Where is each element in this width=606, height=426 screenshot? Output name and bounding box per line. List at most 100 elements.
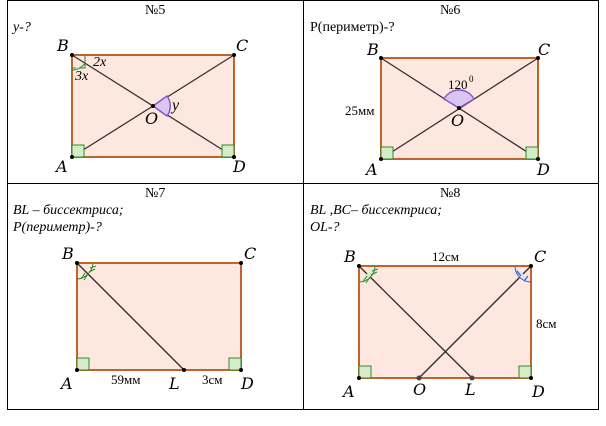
task-5-point-b — [70, 53, 74, 57]
task-7-tick-3 — [88, 268, 96, 273]
task-5-label-c: C — [236, 36, 248, 55]
task-5-point-d — [232, 155, 236, 159]
task-5-condition-line: y-? — [13, 20, 31, 35]
task-5-number: №5 — [145, 3, 166, 18]
task-6-label-a: A — [364, 160, 378, 179]
task-7-condition-line-1: BL – биссектриса; — [13, 203, 124, 218]
task-8-side-bc: 12см — [432, 249, 459, 264]
task-8-bisector-bl — [358, 265, 473, 379]
task-6-number: №6 — [440, 3, 461, 18]
task-7-label-b: B — [61, 244, 74, 263]
task-7-bisector-bl — [76, 262, 185, 371]
task-5-right-angle-d — [221, 144, 235, 158]
task-7-point-a — [75, 368, 79, 372]
task-8-figure: B C A D O L 12см 8см — [341, 247, 557, 401]
task-8-b-tick-4 — [371, 268, 379, 272]
task-8-point-a — [357, 376, 361, 380]
task-6-condition: P(периметр)-? — [310, 19, 395, 36]
task-8-label-o: O — [413, 380, 426, 399]
task-7-tick-1 — [80, 272, 86, 280]
task-7-right-angle-a — [76, 357, 90, 371]
task-7-condition-line-2: P(периметр)-? — [13, 220, 102, 235]
task-7-tick-4 — [89, 265, 97, 269]
task-6-label-d: D — [536, 160, 550, 179]
task-6-label-c: C — [538, 40, 550, 59]
task-7-point-d — [239, 368, 243, 372]
task-5-angle-b-arc — [71, 62, 86, 71]
task-5-right-angle-a — [71, 144, 85, 158]
task-8-c-tick-2 — [523, 275, 529, 282]
task-8-label-b: B — [343, 247, 356, 266]
task-7-segment-al: 59мм — [111, 372, 140, 387]
task-7-label-d: D — [240, 374, 254, 393]
task-8-bisector-co — [418, 265, 532, 379]
task-7-number: №7 — [145, 186, 166, 201]
task-5-condition: y-? — [13, 19, 31, 36]
task-7-tick-2 — [83, 273, 89, 281]
task-5-angle-2x: 2x — [93, 55, 107, 70]
task-7-label-l: L — [168, 374, 180, 393]
task-7-label-c: C — [244, 244, 256, 263]
task-6-label-o: O — [451, 111, 464, 130]
task-8-point-d — [529, 376, 533, 380]
task-8-rectangle — [358, 265, 532, 379]
task-8-point-c — [529, 264, 533, 268]
task-5-point-o — [151, 104, 155, 108]
task-6-condition-line: P(периметр)-? — [310, 20, 395, 35]
task-5-label-d: D — [232, 157, 246, 176]
task-5-point-c — [232, 53, 236, 57]
task-8-b-tick-3 — [370, 271, 378, 276]
task-6-label-b: B — [366, 40, 379, 59]
task-8-label-l: L — [464, 380, 476, 399]
table-divider-vertical — [303, 0, 304, 410]
task-8-label-c: C — [534, 247, 546, 266]
task-6-point-b — [379, 56, 383, 60]
task-8-condition: BL ,BC– биссектриса; OL-? — [310, 202, 442, 236]
task-5-angle-y-arc — [151, 95, 171, 117]
task-5-label-o: O — [145, 109, 158, 128]
task-8-point-b — [357, 264, 361, 268]
task-6-point-o — [457, 106, 461, 110]
task-6-figure: B C A D O 120 0 25мм — [345, 40, 550, 179]
task-8-point-l — [469, 375, 475, 381]
task-8-c-tick-1 — [516, 270, 522, 277]
task-7-condition: BL – биссектриса; P(периметр)-? — [13, 202, 124, 236]
task-8-label-a: A — [341, 382, 355, 401]
task-6-point-d — [536, 157, 540, 161]
task-7-label-a: A — [59, 374, 73, 393]
task-7-angle-arc-2 — [87, 262, 94, 275]
task-8-condition-line-2: OL-? — [310, 220, 340, 235]
task-7-right-angle-d — [228, 357, 242, 371]
task-5-label-a: A — [54, 157, 68, 176]
task-6-point-c — [536, 56, 540, 60]
task-8-right-angle-d — [518, 365, 532, 379]
task-5-angle-3x: 3x — [74, 69, 89, 84]
task-7-point-l — [182, 368, 186, 372]
task-6-right-angle-d — [525, 146, 539, 160]
table-divider-horizontal — [7, 183, 599, 184]
task-5-figure: B C A D O 2x 3x y — [54, 36, 248, 176]
task-5-label-b: B — [56, 36, 69, 55]
task-8-side-cd: 8см — [536, 316, 557, 331]
task-8-number: №8 — [440, 186, 461, 201]
task-5-angle-y: y — [170, 97, 180, 114]
task-5-point-a — [70, 155, 74, 159]
task-7-segment-ld: 3см — [202, 372, 223, 387]
task-8-b-tick-2 — [365, 276, 371, 284]
task-6-angle-arc — [443, 89, 475, 109]
task-6-point-a — [379, 157, 383, 161]
task-8-label-d: D — [531, 382, 545, 401]
task-7-point-c — [239, 261, 243, 265]
task-7-figure: B C A D L 59мм 3см — [59, 244, 256, 393]
task-8-b-tick-1 — [362, 275, 368, 283]
task-8-right-angle-a — [358, 365, 372, 379]
task-6-right-angle-a — [380, 146, 394, 160]
task-8-condition-line-1: BL ,BC– биссектриса; — [310, 203, 442, 218]
task-7-rectangle — [76, 262, 242, 371]
task-6-angle-degree: 0 — [469, 74, 474, 84]
task-8-point-o — [416, 375, 422, 381]
task-6-angle-value: 120 — [448, 77, 468, 92]
task-6-side-ab: 25мм — [345, 103, 374, 118]
task-7-point-b — [75, 261, 79, 265]
